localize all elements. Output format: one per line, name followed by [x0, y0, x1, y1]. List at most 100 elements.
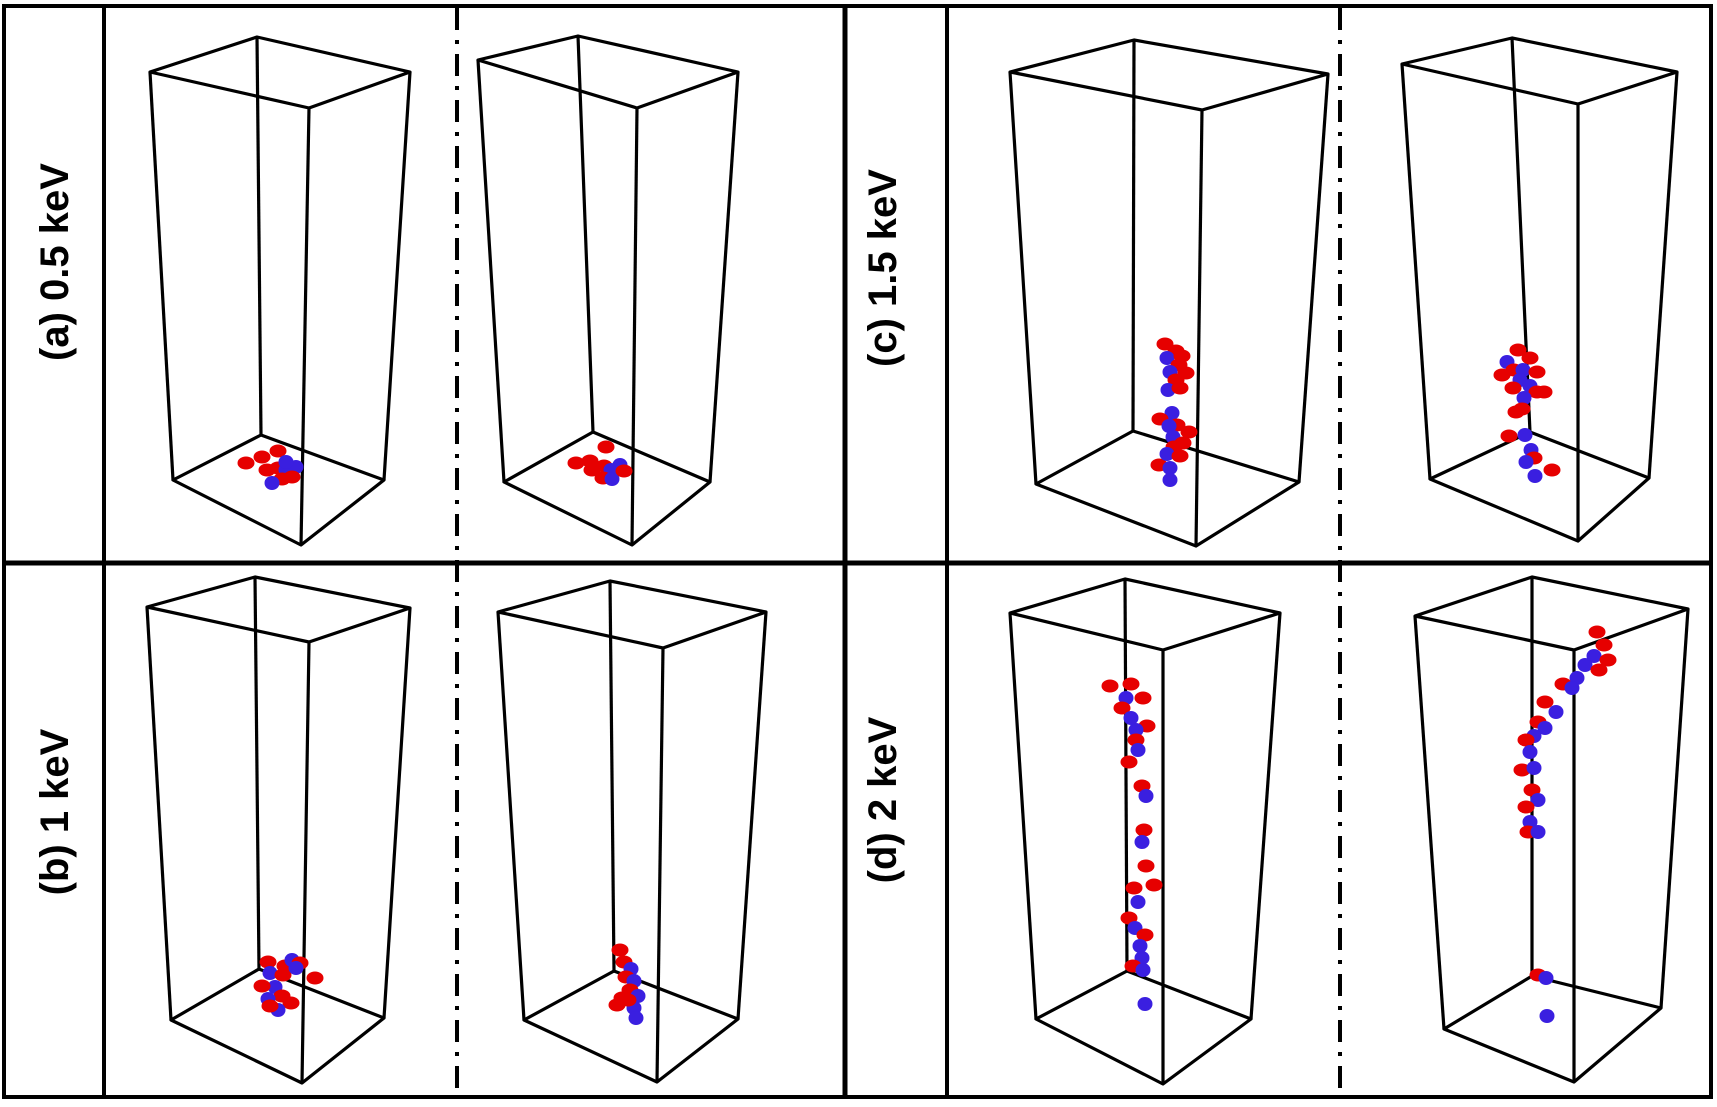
red-atom [1507, 405, 1525, 419]
red-atom [1122, 677, 1140, 691]
box-bottom [1442, 974, 1663, 1084]
red-atom [253, 979, 271, 993]
red-atom [1588, 625, 1606, 639]
blue-atom [604, 472, 620, 486]
box-edge [382, 607, 412, 1019]
box-edge [496, 611, 526, 1021]
box-b-left [145, 575, 412, 1085]
simulation-boxes [145, 34, 1690, 1086]
red-atom [1120, 755, 1138, 769]
red-atom [1595, 638, 1613, 652]
red-atom [1521, 351, 1539, 365]
box-edge [1194, 109, 1204, 547]
box-bottom [1034, 969, 1253, 1086]
cluster-a-right [567, 440, 633, 486]
outer-border [2, 4, 1713, 1099]
cluster-a-left [237, 444, 304, 490]
red-atom [1517, 733, 1535, 747]
red-atom [261, 999, 279, 1013]
blue-atom [1538, 971, 1554, 985]
blue-atom [1135, 963, 1151, 977]
blue-atom [1134, 835, 1150, 849]
box-bottom [1428, 430, 1651, 543]
blue-atom [1527, 469, 1543, 483]
red-atom [1517, 800, 1535, 814]
box-edge [1008, 71, 1038, 485]
box-edge [736, 611, 768, 1020]
red-atom [1136, 928, 1154, 942]
box-edge [145, 606, 173, 1021]
box-edge [382, 71, 412, 481]
red-atom [283, 470, 301, 484]
blue-atom [1159, 351, 1175, 365]
red-atom [282, 996, 300, 1010]
box-edge [1008, 612, 1038, 1020]
box-edge [300, 641, 311, 1084]
red-atom [253, 450, 271, 464]
blue-atom [1522, 745, 1538, 759]
blue-atom [1522, 815, 1538, 829]
blue-atom [1162, 461, 1178, 475]
red-atom [1127, 733, 1145, 747]
blue-atom [1164, 406, 1180, 420]
box-a-left [148, 35, 412, 547]
box-edge [476, 59, 506, 483]
box-edge [1123, 578, 1129, 972]
red-atom [259, 955, 277, 969]
blue-atom [1128, 723, 1144, 737]
box-top [496, 579, 768, 650]
box-top [1008, 577, 1282, 652]
blue-atom [628, 1011, 644, 1025]
blue-atom [1517, 428, 1533, 442]
red-atom [1134, 691, 1152, 705]
red-atom [1535, 385, 1553, 399]
red-atom [1171, 449, 1189, 463]
cluster-d-left [1101, 677, 1163, 1011]
blue-atom [1586, 649, 1602, 663]
blue-atom [1162, 473, 1178, 487]
red-atom [1113, 701, 1131, 715]
blue-atom [1548, 705, 1564, 719]
red-atom [1536, 695, 1554, 709]
cluster-c-left [1150, 337, 1198, 487]
box-edge [1131, 39, 1136, 432]
box-b-right [496, 579, 768, 1084]
box-top [476, 34, 740, 110]
blue-atom [1123, 711, 1139, 725]
box-top [1008, 38, 1330, 112]
panel-label-b: (b) 1 keV [33, 728, 77, 895]
red-atom [274, 968, 292, 982]
box-a-right [476, 34, 740, 547]
red-atom [1500, 429, 1518, 443]
box-d-right [1413, 575, 1690, 1084]
box-edge [299, 107, 311, 546]
box-edge [655, 647, 665, 1083]
box-edge [1413, 615, 1446, 1030]
red-atom [1590, 663, 1608, 677]
blue-atom [1516, 391, 1532, 405]
blue-atom [262, 966, 278, 980]
box-c-right [1400, 36, 1679, 543]
red-atom [269, 444, 287, 458]
panel-label-d: (d) 2 keV [861, 716, 905, 883]
red-atom [1493, 368, 1511, 382]
box-edge [1297, 73, 1330, 483]
cluster-b-right [608, 943, 646, 1025]
red-atom [237, 456, 255, 470]
blue-atom [1530, 825, 1546, 839]
box-edge [148, 71, 175, 481]
blue-atom [1577, 658, 1593, 672]
box-top [1400, 36, 1679, 106]
panel-label-a: (a) 0.5 keV [33, 163, 77, 361]
box-edge [1647, 71, 1679, 479]
blue-atom [1138, 789, 1154, 803]
blue-atom [1564, 681, 1580, 695]
blue-atom [1530, 793, 1546, 807]
blue-atom [1130, 743, 1146, 757]
defect-atoms [237, 337, 1617, 1025]
red-atom [611, 943, 629, 957]
blue-atom [1130, 895, 1146, 909]
blue-atom [1161, 419, 1177, 433]
red-atom [1509, 343, 1527, 357]
box-edge [253, 576, 261, 970]
